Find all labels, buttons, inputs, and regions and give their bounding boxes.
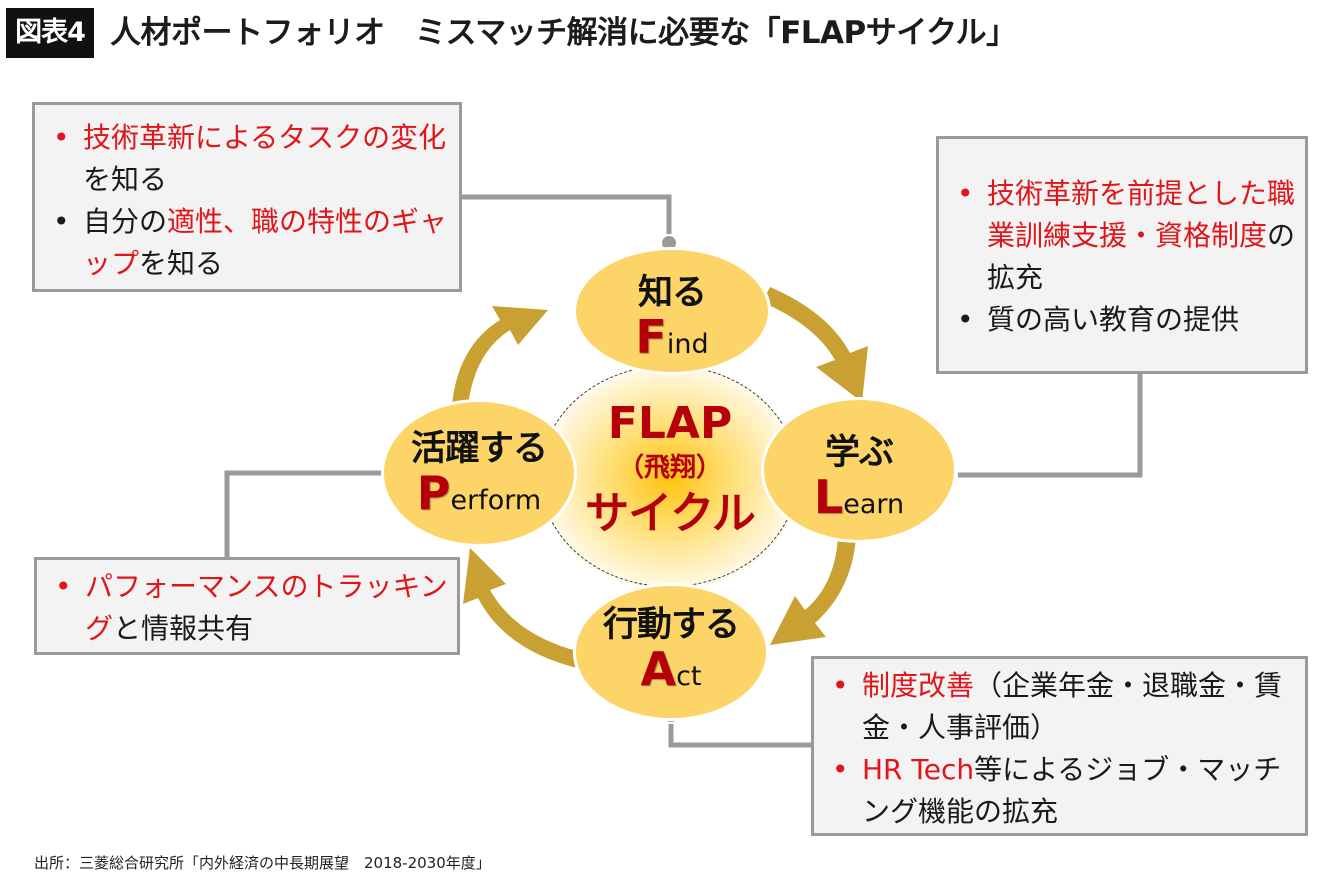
node-act: 行動する Act (576, 586, 766, 718)
connector-act (668, 712, 811, 748)
callout-perform-item: • パフォーマンスのトラッキングと情報共有 (45, 566, 451, 650)
highlight-text: 制度改善 (862, 669, 975, 702)
connector-perform (224, 470, 390, 557)
callout-act-item: • HR Tech等によるジョブ・マッチング機能の拡充 (822, 749, 1299, 833)
callout-find-item: • 技術革新によるタスクの変化を知る (43, 117, 453, 201)
node-act-rest: ct (676, 661, 702, 692)
bullet-icon: • (832, 753, 849, 786)
callout-perform-list: • パフォーマンスのトラッキングと情報共有 (45, 566, 451, 650)
highlight-text: HR Tech (862, 753, 975, 786)
bullet-icon: • (832, 669, 849, 702)
connector-learn (950, 374, 1143, 478)
highlight-text: 技術革新を前提とした職業訓練支援・資格制度 (987, 177, 1296, 252)
cycle-arrows (452, 287, 868, 668)
callout-learn-list: • 技術革新を前提とした職業訓練支援・資格制度の拡充 • 質の高い教育の提供 (947, 173, 1299, 341)
page-title: 人材ポートフォリオ ミスマッチ解消に必要な「FLAPサイクル」 (110, 15, 1017, 51)
callout-perform: • パフォーマンスのトラッキングと情報共有 (34, 557, 460, 655)
node-find-en: Find (576, 314, 768, 368)
center-subtitle: （飛翔） (617, 453, 722, 483)
node-perform: 活躍する Perform (384, 402, 574, 544)
arrow-learn-to-act (770, 537, 856, 645)
body-text: 自分の (83, 205, 168, 238)
bullet-icon: • (53, 205, 70, 238)
node-find: 知る Find (576, 250, 768, 372)
callout-act-item: • 制度改善（企業年金・退職金・賃金・人事評価） (822, 665, 1299, 749)
source-note: 出所：三菱総合研究所「内外経済の中長期展望 2018-2030年度」 (34, 854, 491, 872)
highlight-text: パフォーマンスのトラッキング (85, 570, 448, 645)
callout-learn-item: • 技術革新を前提とした職業訓練支援・資格制度の拡充 (947, 173, 1299, 299)
center-cycle-label: サイクル (585, 488, 756, 539)
node-act-initial: A (640, 642, 677, 696)
node-perform-rest: erform (450, 485, 542, 516)
bullet-icon: • (55, 570, 72, 603)
node-perform-en: Perform (384, 470, 574, 524)
bullet-icon: • (957, 177, 974, 210)
connector-dot-find (660, 234, 678, 252)
body-text: と情報共有 (113, 612, 254, 645)
node-learn-rest: earn (843, 489, 905, 520)
center-label: FLAP （飛翔） サイクル (560, 398, 780, 542)
connector-find (460, 194, 672, 242)
callout-find: •技術革新によるタスクの変化を知る•自分の適性、職の特性のギャップを知る (32, 102, 462, 292)
node-learn-jp: 学ぶ (824, 433, 894, 473)
arrow-perform-to-find (452, 306, 548, 405)
callout-learn: • 技術革新を前提とした職業訓練支援・資格制度の拡充 • 質の高い教育の提供 (936, 136, 1308, 374)
arrow-act-to-perform (463, 548, 580, 668)
node-perform-jp: 活躍する (410, 429, 548, 469)
node-find-initial: F (635, 310, 667, 364)
node-learn-en: Learn (764, 474, 954, 528)
body-text: を知る (139, 247, 224, 280)
callout-act: • 制度改善（企業年金・退職金・賃金・人事評価） • HR Tech等によるジョブ・マ… (811, 656, 1308, 836)
node-perform-initial: P (416, 466, 451, 520)
bullet-icon: • (53, 121, 70, 154)
center-title: FLAP (607, 398, 733, 449)
callout-find-list: •技術革新によるタスクの変化を知る•自分の適性、職の特性のギャップを知る (43, 117, 453, 285)
body-text: を知る (83, 163, 168, 196)
node-find-rest: ind (666, 329, 709, 360)
node-act-en: Act (576, 646, 766, 700)
figure-number-badge: 図表4 (6, 8, 94, 58)
node-act-jp: 行動する (602, 605, 740, 645)
body-text: （企業年金・退職金・賃金・人事評価） (862, 669, 1283, 744)
body-text: 等によるジョブ・マッチング機能の拡充 (862, 753, 1282, 828)
highlight-text: 技術革新によるタスクの変化 (83, 121, 447, 154)
body-text: の拡充 (987, 219, 1296, 294)
bullet-icon: • (957, 303, 974, 336)
callout-find-item: • 自分の適性、職の特性のギャップを知る (43, 201, 453, 285)
callout-act-list: • 制度改善（企業年金・退職金・賃金・人事評価） • HR Tech等によるジョブ・マ… (822, 665, 1299, 833)
callout-learn-item: • 質の高い教育の提供 (947, 299, 1299, 341)
arrow-find-to-learn (762, 287, 868, 402)
body-text: 質の高い教育の提供 (987, 303, 1240, 336)
node-learn-initial: L (813, 470, 844, 524)
highlight-text: 適性、職の特性のギャップ (83, 205, 448, 280)
node-find-jp: 知る (637, 273, 707, 313)
node-learn: 学ぶ Learn (764, 400, 954, 540)
